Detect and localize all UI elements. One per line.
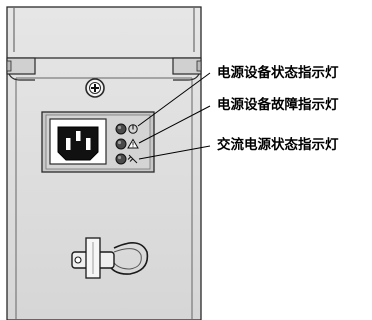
callout-ac-status-label: 交流电源状态指示灯 [217,137,339,153]
callout-fault-label: 电源设备故障指示灯 [217,97,339,113]
right-handle-bracket [172,57,202,81]
ac-plug-icon [127,154,138,164]
captive-screw [85,78,105,98]
ac-status-led [115,153,127,165]
led-symbols [127,124,139,164]
leader-line-fault [138,105,211,144]
left-handle-bracket [6,57,36,81]
leader-line-ac-status [138,145,211,160]
fault-led [115,138,127,150]
ac-power-inlet [49,118,107,165]
ac-inlet-body [57,126,99,161]
inner-panel-outline [15,78,193,320]
leader-line-power-status [137,72,211,127]
leader-lines [137,72,211,160]
power-symbol-icon [128,124,138,134]
top-panel-outline [13,8,195,52]
warning-triangle-icon [127,138,139,149]
callout-power-status-label: 电源设备状态指示灯 [217,65,339,81]
cable-tie [71,237,149,279]
ac-inlet-pin-center [76,131,81,141]
ac-inlet-pin-right [86,138,91,150]
led-column [115,123,127,165]
power-status-led [115,123,127,135]
ac-inlet-pin-left [66,138,71,150]
cable-tie-loop [107,242,149,275]
